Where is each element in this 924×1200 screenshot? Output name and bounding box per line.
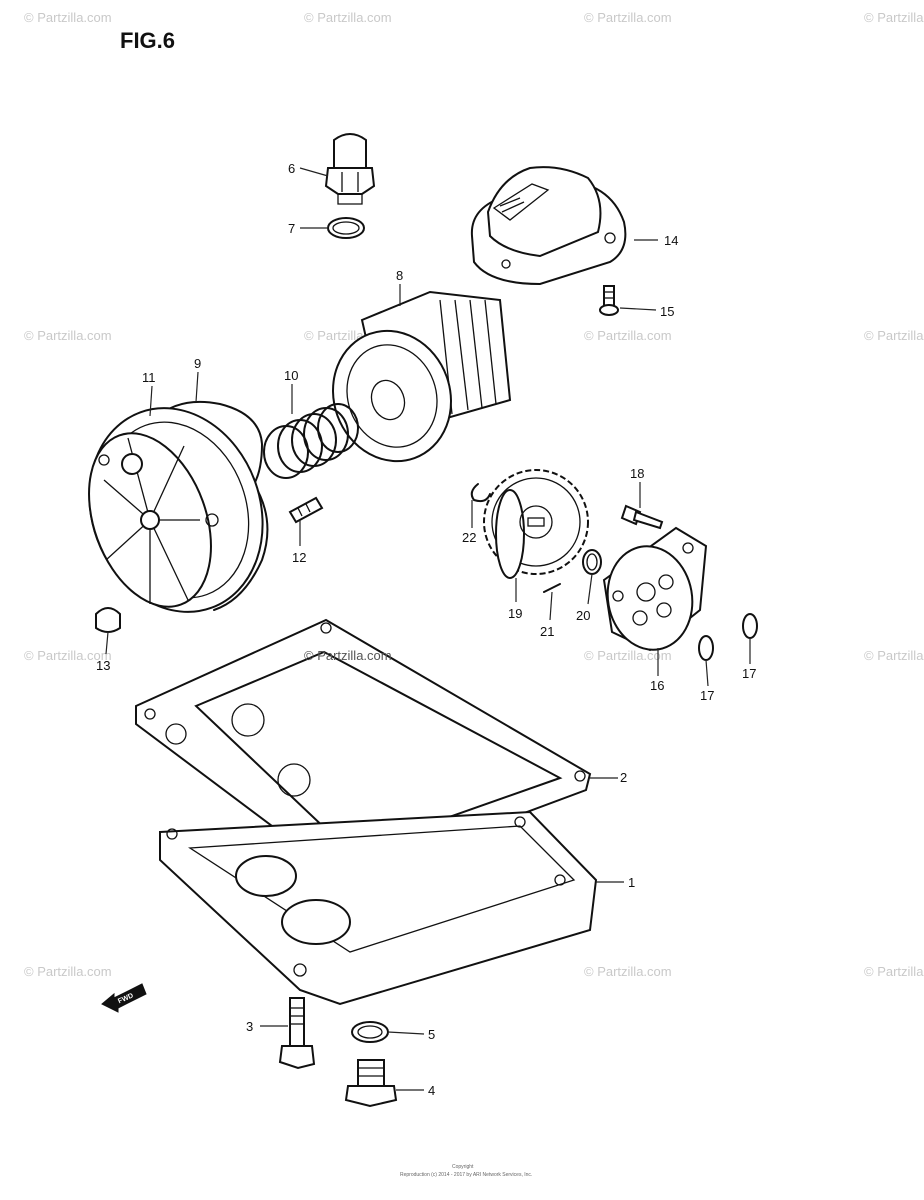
callout-11: 11 [142,370,156,385]
watermark: © Partzilla.com [24,10,112,25]
front-direction-arrow: FWD [101,983,147,1013]
callout-4: 4 [428,1083,435,1098]
watermark: © Partzilla.com [584,648,672,663]
callout-2: 2 [620,770,627,785]
watermark: © Partzilla.com [864,964,924,979]
callout-3: 3 [246,1019,253,1034]
callout-labels: 6 7 8 14 15 11 9 10 12 13 22 19 21 20 18… [96,161,756,1098]
part-6-oil-filler-cap [324,133,376,205]
figure-title: FIG.6 [120,28,175,53]
watermark: © Partzilla.com [864,10,924,25]
part-21-pin [543,583,561,593]
part-7-o-ring [327,217,365,239]
callout-19: 19 [508,606,522,621]
part-12-stud [288,496,324,524]
watermark: © Partzilla.com [864,328,924,343]
footer-copyright: Copyright Reproduction (c) 2014 - 2017 b… [400,1164,532,1178]
callout-6: 6 [288,161,295,176]
callout-7: 7 [288,221,295,236]
callout-16: 16 [650,678,664,693]
callout-17b: 17 [742,666,756,681]
callout-15: 15 [660,304,674,319]
watermark: © Partzilla.com [584,10,672,25]
callout-1: 1 [628,875,635,890]
part-22-circlip [470,483,491,503]
part-9-gasket [155,400,269,611]
watermark: © Partzilla.com [24,964,112,979]
callout-9: 9 [194,356,201,371]
center-watermark: © Partzilla.com [304,648,392,663]
part-18-bolt [620,504,664,530]
callout-20: 20 [576,608,590,623]
watermark: © Partzilla.com [584,964,672,979]
part-3-bolt [278,997,316,1070]
part-11-filter-housing [88,407,264,613]
watermark: © Partzilla.com [304,10,392,25]
watermark: © Partzilla.com [864,648,924,663]
watermark-layer: © Partzilla.com © Partzilla.com © Partzi… [24,10,924,979]
part-14-filter-cover [470,166,627,286]
part-4-drain-plug [344,1059,398,1108]
part-19-pump-gear [483,469,589,579]
callout-12: 12 [292,550,306,565]
callout-13: 13 [96,658,110,673]
callout-8: 8 [396,268,403,283]
watermark: © Partzilla.com [584,328,672,343]
part-16-oil-pump [602,526,708,652]
part-10-spring [263,403,359,479]
callout-5: 5 [428,1027,435,1042]
part-17-o-ring [698,613,758,661]
part-13-cap-nut [95,607,121,633]
footer-line-1: Copyright [452,1164,474,1170]
part-5-washer [351,1021,389,1043]
part-8-oil-filter [332,290,512,463]
callout-18: 18 [630,466,644,481]
callout-21: 21 [540,624,554,639]
part-15-screw [599,285,619,316]
watermark: © Partzilla.com [24,328,112,343]
footer-line-2: Reproduction (c) 2014 - 2017 by ARI Netw… [400,1172,532,1178]
leader-lines [105,167,751,1091]
part-1-oil-pan [159,810,598,1006]
part-20-washer [582,549,602,575]
watermark: © Partzilla.com [24,648,112,663]
callout-22: 22 [462,530,476,545]
callout-10: 10 [284,368,298,383]
callout-17a: 17 [700,688,714,703]
callout-14: 14 [664,233,678,248]
